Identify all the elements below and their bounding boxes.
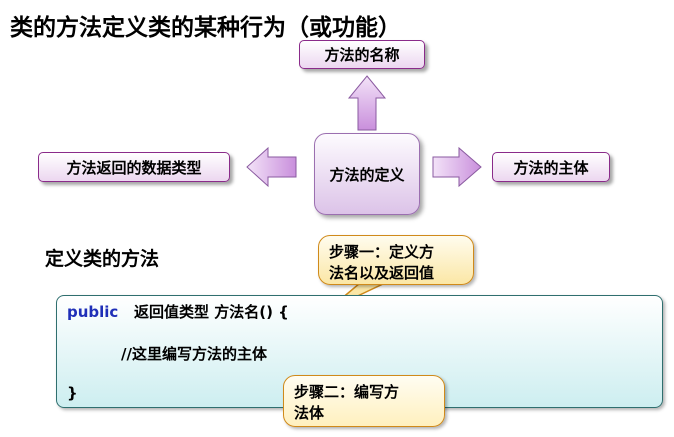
callout-step1-line1: 步骤一：定义方: [329, 243, 435, 261]
callout-step2-line1: 步骤二：编写方: [294, 383, 400, 401]
arrow-left: [246, 146, 297, 188]
callout-step1: 步骤一：定义方 法名以及返回值: [318, 235, 474, 285]
callout-step1-line2: 法名以及返回值: [329, 264, 435, 282]
method-name-box: 方法的名称: [299, 40, 425, 69]
page-title: 类的方法定义类的某种行为（或功能）: [10, 15, 401, 41]
arrow-right: [432, 146, 482, 188]
method-definition-box: 方法的定义: [314, 133, 420, 215]
code-signature-line: public 返回值类型 方法名() {: [67, 301, 289, 322]
arrow-up: [347, 75, 387, 131]
code-keyword-public: public: [67, 303, 119, 321]
callout-step2-line2: 法体: [294, 404, 325, 422]
code-signature: 返回值类型 方法名() {: [134, 303, 289, 321]
code-close-brace: }: [67, 384, 78, 402]
code-comment-line: //这里编写方法的主体: [121, 345, 267, 363]
callout-step2: 步骤二：编写方 法体: [283, 375, 445, 427]
method-body-box: 方法的主体: [492, 152, 610, 182]
return-type-box: 方法返回的数据类型: [38, 152, 230, 182]
section-subtitle: 定义类的方法: [45, 248, 160, 270]
